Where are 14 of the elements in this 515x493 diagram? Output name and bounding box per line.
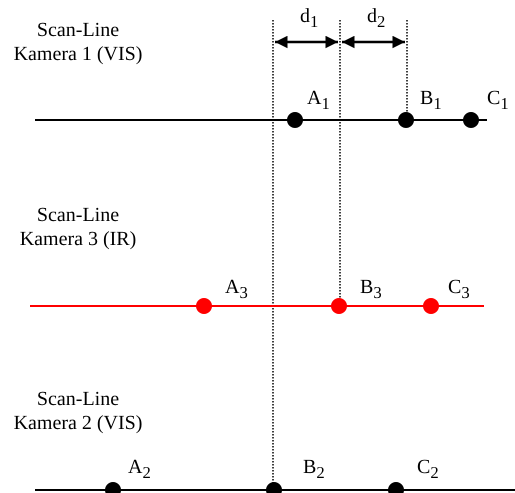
point-label: B$_{1}$ (420, 86, 442, 115)
point-label: A$_{3}$ (225, 275, 248, 304)
point-label: C$_{1}$ (487, 86, 509, 115)
point-label: C$_{3}$ (448, 275, 470, 304)
point-label: B$_{2}$ (303, 455, 325, 484)
scan-line-title: Scan-Line Kamera 3 (IR) (18, 203, 138, 251)
scan-line-title: Scan-Line Kamera 2 (VIS) (12, 387, 144, 435)
point-label: C$_{2}$ (417, 455, 439, 484)
dimension-label: d$_{1}$ (300, 4, 318, 33)
point-label: A$_{2}$ (128, 455, 151, 484)
point-label: A$_{1}$ (307, 86, 330, 115)
point-label: B$_{3}$ (360, 275, 382, 304)
scan-line-title: Scan-Line Kamera 1 (VIS) (12, 18, 144, 66)
dimension-label: d$_{2}$ (367, 4, 386, 33)
